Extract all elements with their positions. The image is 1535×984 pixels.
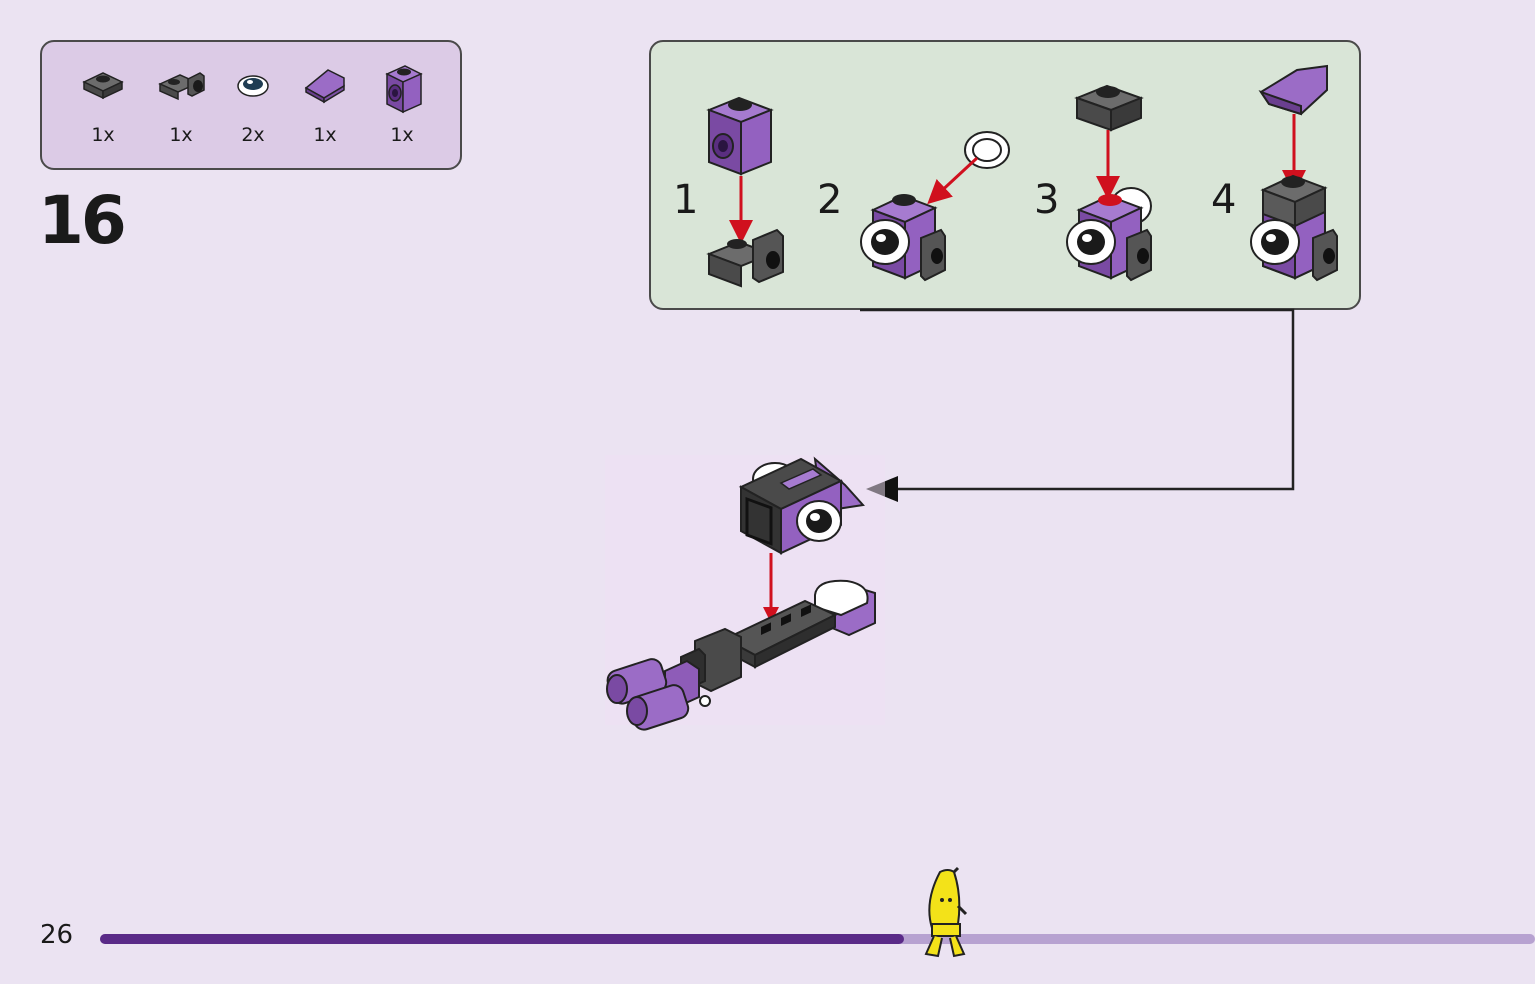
- substep-4-assembly: [1250, 64, 1338, 282]
- progress-bar-fill: [100, 934, 904, 944]
- substep-number: 2: [817, 177, 843, 223]
- eye-tile-round-icon: [237, 75, 269, 97]
- purple-slope-icon: [304, 69, 345, 104]
- page-number: 26: [40, 920, 74, 950]
- part-item: 2x: [218, 62, 288, 162]
- part-item: 1x: [68, 62, 138, 162]
- part-qty: 1x: [169, 124, 193, 146]
- dark-gray-plate-1x1-icon: [82, 72, 124, 100]
- substep-2-assembly: [860, 131, 1010, 282]
- substep-1-assembly: [706, 96, 784, 288]
- part-item: 1x: [367, 62, 437, 162]
- step-number: 16: [38, 182, 127, 259]
- part-qty: 1x: [390, 124, 414, 146]
- banana-mascot-icon: [924, 866, 968, 958]
- substep-illustrations: [706, 64, 1338, 288]
- part-qty: 1x: [91, 124, 115, 146]
- substep-panel: 1 2 3 4: [649, 40, 1361, 310]
- assembled-eye-module: [738, 456, 865, 555]
- part-qty: 2x: [241, 124, 265, 146]
- dark-gray-bracket-plate-icon: [158, 72, 205, 101]
- part-item: 1x: [290, 62, 360, 162]
- parts-list-panel: 1x 1x 2x 1x: [40, 40, 462, 170]
- part-qty: 1x: [313, 124, 337, 146]
- substep-number: 3: [1034, 177, 1060, 223]
- vehicle-chassis: [606, 579, 876, 731]
- substep-3-assembly: [1066, 84, 1152, 282]
- progress-bar: [100, 934, 1535, 944]
- substep-number: 1: [673, 177, 699, 223]
- substep-number: 4: [1211, 177, 1237, 223]
- main-model-illustration: [605, 455, 885, 731]
- part-item: 1x: [146, 62, 216, 162]
- purple-brick-stud-side-icon: [385, 65, 423, 114]
